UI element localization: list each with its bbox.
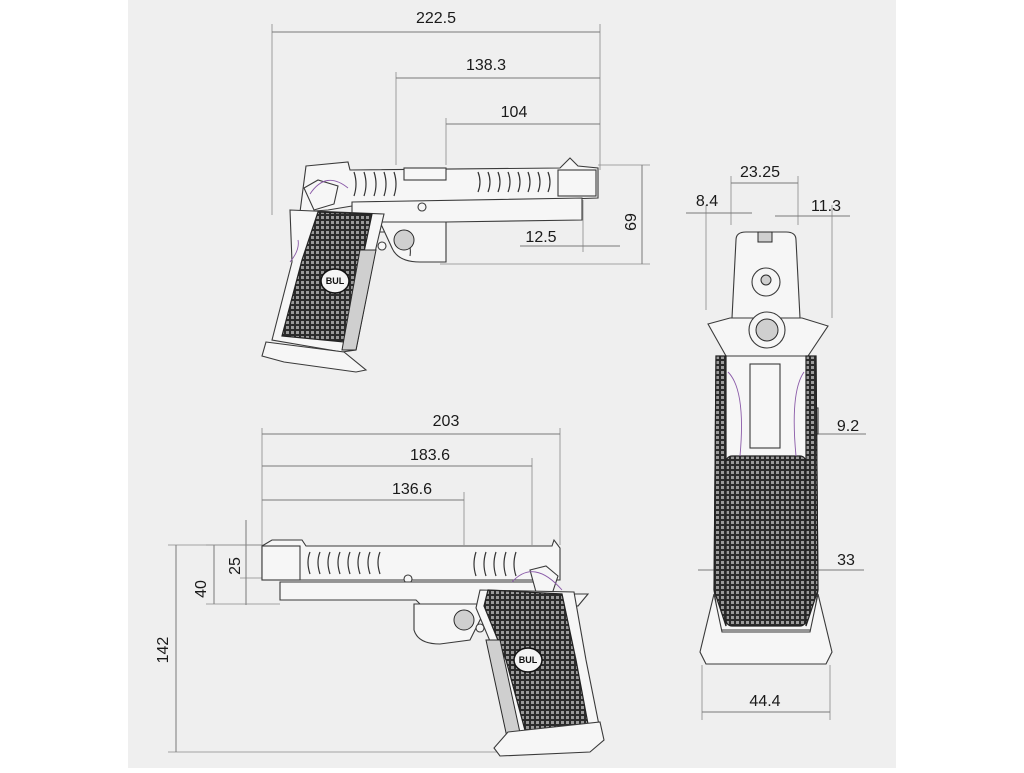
slide-stop-pin xyxy=(417,202,427,212)
right-grip-texture xyxy=(805,355,819,627)
dim-label-11-3: 11.3 xyxy=(811,198,841,215)
dim-height: 69 xyxy=(440,164,650,265)
dim-label-222: 222.5 xyxy=(416,10,456,27)
front-view: 23.25 8.4 11.3 9.2 33 44.4 xyxy=(686,164,866,720)
bore-upper-hole xyxy=(760,274,772,286)
dim-length-183: 183.6 xyxy=(262,447,533,545)
dim-label-69: 69 xyxy=(623,213,640,231)
side-view-top: 222.5 138.3 104 12.5 69 xyxy=(261,10,650,373)
dim-label-23-25: 23.25 xyxy=(740,164,780,181)
trigger-front xyxy=(749,363,781,449)
ejection-port xyxy=(403,167,447,181)
grip-logo-badge xyxy=(320,268,350,294)
muzzle-lower xyxy=(261,545,301,581)
purple-contour-4 xyxy=(793,371,805,457)
dim-overall-length: 222.5 xyxy=(271,10,601,215)
slide-serrations-lower-rear xyxy=(473,551,517,577)
magwell xyxy=(699,593,833,665)
magwell-base xyxy=(261,341,368,373)
dim-right-offset: 11.3 xyxy=(775,198,850,318)
muzzle-compensator xyxy=(557,169,597,197)
dim-label-9-2: 9.2 xyxy=(837,418,859,435)
dim-slide-to-muzzle: 138.3 xyxy=(395,57,600,165)
hammer-lower xyxy=(529,565,559,595)
grip-logo-badge-lower xyxy=(513,647,543,673)
purple-contour-5 xyxy=(511,571,563,591)
grip-logo-text: BUL xyxy=(326,276,345,286)
dim-label-25: 25 xyxy=(227,557,244,575)
dim-label-136-6: 136.6 xyxy=(392,481,432,498)
dim-label-44-4: 44.4 xyxy=(749,693,780,710)
front-strap xyxy=(341,249,377,351)
dim-length-136: 136.6 xyxy=(262,481,465,545)
dim-label-138: 138.3 xyxy=(466,57,506,74)
dim-label-142: 142 xyxy=(155,637,172,664)
dim-label-104: 104 xyxy=(501,104,528,121)
gear-detail xyxy=(393,229,415,251)
dim-rear-to-muzzle: 104 xyxy=(445,104,600,165)
slide-serrations-lower-front xyxy=(307,551,381,575)
barrel-bore xyxy=(755,318,779,342)
magwell-base-lower xyxy=(493,721,605,757)
dim-magwell-width: 44.4 xyxy=(701,665,831,720)
purple-contour-1 xyxy=(309,179,349,195)
purple-contour-2 xyxy=(289,239,299,263)
purple-contour-3 xyxy=(727,371,742,457)
hammer xyxy=(303,179,339,211)
dim-label-203: 203 xyxy=(433,413,460,430)
front-sight xyxy=(757,231,773,243)
dim-total-height: 142 xyxy=(155,544,500,753)
side-view-bottom: 203 183.6 136.6 25 40 142 xyxy=(155,413,605,757)
dim-label-8-4: 8.4 xyxy=(696,193,718,210)
front-strap-checkering xyxy=(725,455,807,627)
slide-serrations-rear xyxy=(353,171,397,197)
dim-label-33: 33 xyxy=(837,552,855,569)
dim-label-183-6: 183.6 xyxy=(410,447,450,464)
dim-label-12-5: 12.5 xyxy=(525,229,556,246)
grip-logo-text-lower: BUL xyxy=(519,655,538,665)
left-grip-texture xyxy=(713,355,727,627)
dim-left-offset: 8.4 xyxy=(686,193,752,310)
slide-serrations-front xyxy=(477,171,551,193)
dim-slide-width: 23.25 xyxy=(730,164,799,225)
mag-release xyxy=(377,241,387,251)
dim-muzzle-offset: 12.5 xyxy=(520,200,620,252)
gear-detail-lower xyxy=(453,609,475,631)
mag-release-lower xyxy=(475,623,485,633)
dim-label-40: 40 xyxy=(193,580,210,598)
